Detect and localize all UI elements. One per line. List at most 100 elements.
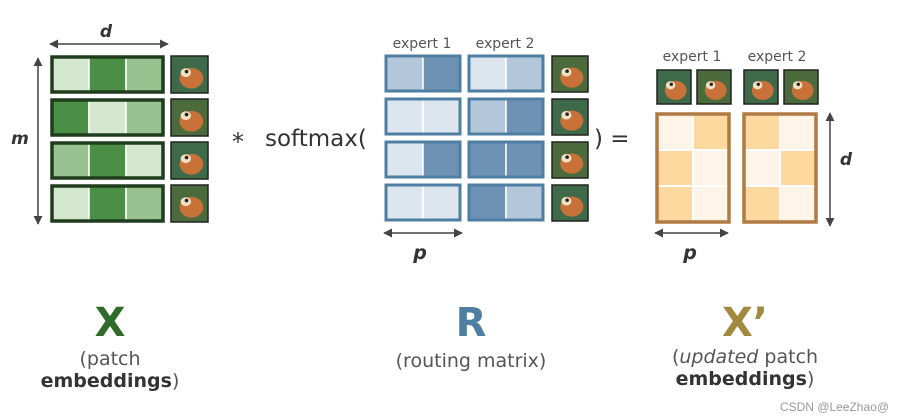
watermark: CSDN @LeeZhao@ [779,400,889,414]
xp-patch-thumbnails [656,69,819,105]
x-matrix-cell [51,56,90,93]
r-expert2-row-border [467,140,545,179]
r-expert1-label: expert 1 [393,36,452,52]
r-expert2-row [467,183,545,222]
patch-image [170,98,209,137]
xp-caption-italic: updated [679,346,759,368]
xp-dim-p-label: p [682,242,697,264]
xp-expert1-cell [692,113,730,151]
r-expert2-cell [468,98,507,135]
patch-image [551,98,589,136]
r-expert2-cell [505,98,544,135]
softmax-open-label: softmax( [265,126,367,152]
xp-expert2-label: expert 2 [748,49,807,65]
xp-expert1-cell [692,185,730,223]
x-caption-line2: embeddings) [10,370,210,392]
xp-dim-d-label: d [840,150,853,170]
patch-image [656,69,692,105]
xp-expert2-border [742,112,818,224]
x-matrix-row [50,141,165,180]
r-expert1-cell [422,184,461,221]
r-expert2-row [467,54,545,93]
r-expert1-row-border [384,183,462,222]
r-expert1-row [384,97,462,136]
r-caption-line1: (routing matrix) [395,350,547,372]
xp-expert1-cell [656,185,694,223]
xp-caption-open: ( [671,346,680,368]
r-expert1-row-border [384,97,462,136]
x-matrix-row [50,98,165,137]
xp-expert1-cell [692,149,730,187]
r-expert2-row [467,140,545,179]
r-dim-p-label: p [412,242,427,264]
xp-caption-line1: (updated patch [630,346,860,368]
patch-image [170,141,209,180]
x-matrix-cell [88,99,127,136]
r-expert1-cell [385,55,424,92]
xp-caption-line2: embeddings) [630,368,860,390]
r-expert2-label: expert 2 [476,36,535,52]
r-expert1-row-border [384,140,462,179]
r-expert2-cell [505,184,544,221]
x-dim-m-label: m [11,129,29,149]
xp-expert2-cell [779,149,817,187]
x-matrix-row [50,184,165,223]
xp-symbol: X’ [721,300,769,346]
patch-image [696,69,732,105]
r-expert1-row [384,54,462,93]
r-expert2-row-border [467,183,545,222]
patch-image [551,55,589,93]
r-expert2-cell [468,184,507,221]
x-matrix-row-border [50,184,165,223]
r-expert2-row-border [467,54,545,93]
r-expert1-cell [385,141,424,178]
x-dim-d-label: d [100,22,113,42]
x-matrix-cell [88,142,127,179]
patch-image [743,69,779,105]
x-matrix-row-border [50,55,165,94]
xp-caption-rest: patch [758,346,819,368]
x-caption-end: ) [171,370,180,392]
r-expert1-cell [422,98,461,135]
x-matrix [50,55,165,223]
r-caption: (routing matrix) [371,350,571,372]
x-matrix-cell [125,99,164,136]
x-matrix-cell [125,142,164,179]
r-expert1-cell [385,98,424,135]
softmax-close-label: ) = [594,126,630,152]
multiply-operator: * [232,128,244,156]
patch-image [783,69,819,105]
r-patch-thumbnails [551,55,589,222]
xp-expert2-cell [743,149,781,187]
xp-expert1-label: expert 1 [663,49,722,65]
x-matrix-cell [51,99,90,136]
patch-image [170,184,209,223]
x-matrix-row-border [50,98,165,137]
xp-expert2 [742,112,818,224]
r-expert2-cell [505,141,544,178]
x-matrix-cell [88,185,127,222]
xp-expert1-cell [656,113,694,151]
patch-image [551,184,589,222]
x-prime-matrix [655,112,818,224]
x-matrix-cell [125,56,164,93]
x-matrix-row [50,55,165,94]
r-expert2-row-border [467,97,545,136]
xp-caption: (updated patch embeddings) [630,346,860,390]
x-matrix-cell [88,56,127,93]
x-patch-thumbnails [170,55,209,223]
xp-caption-end: ) [806,368,815,390]
x-caption-line1: (patch [79,348,141,370]
xp-caption-bold: embeddings [675,368,807,390]
r-matrix [384,54,545,222]
xp-expert2-cell [779,113,817,151]
x-matrix-row-border [50,141,165,180]
r-expert1-cell [385,184,424,221]
r-expert2-cell [468,141,507,178]
r-expert1-row-border [384,54,462,93]
xp-expert1-cell [656,149,694,187]
r-expert1-row [384,183,462,222]
x-matrix-cell [125,185,164,222]
xp-expert2-cell [743,113,781,151]
